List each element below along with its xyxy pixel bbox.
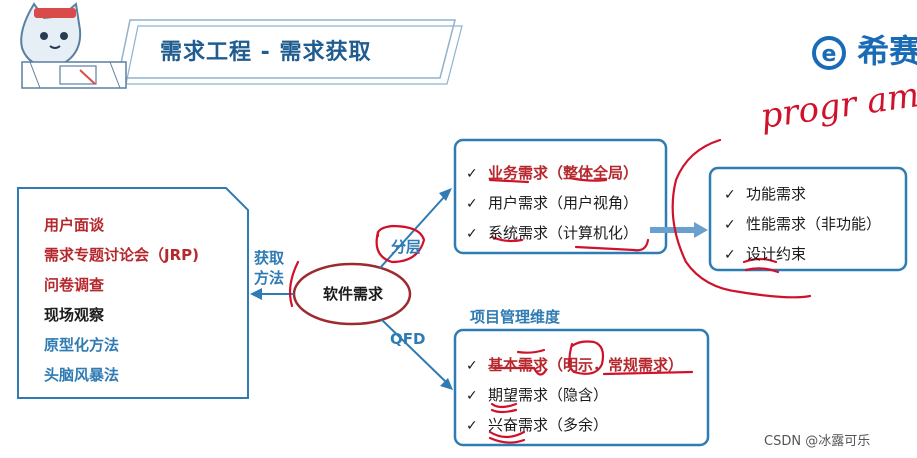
layer-item-label: 系统需求（计算机化） [488, 224, 639, 242]
check-icon: ✓ [466, 358, 478, 374]
method-item: 需求专题讨论会（JRP) [44, 246, 199, 264]
methods-box [17, 187, 249, 399]
layer-item: ✓ 系统需求（计算机化） [466, 222, 638, 243]
project-management-heading: 项目管理维度 [470, 308, 561, 326]
layer-item: ✓ 用户需求（用户视角） [466, 192, 638, 213]
arrow-to-qfd [381, 319, 453, 390]
layering-label: 分层 [391, 238, 422, 256]
qfd-item-label: 兴奋需求（多余） [488, 416, 609, 434]
brand-logo: e 希赛 [812, 26, 917, 72]
check-icon: ✓ [466, 388, 478, 404]
software-requirements-label: 软件需求 [322, 285, 383, 303]
method-item: 用户面谈 [44, 216, 105, 234]
check-icon: ✓ [466, 196, 478, 212]
arrow-to-methods [250, 288, 294, 300]
qfd-item: ✓ 期望需求（隐含） [466, 384, 608, 405]
check-icon: ✓ [724, 247, 736, 263]
check-icon: ✓ [466, 166, 478, 182]
system-detail-label: 设计约束 [746, 245, 807, 263]
layer-item-label: 业务需求（整体全局） [488, 164, 639, 182]
system-detail-box [708, 166, 908, 272]
check-icon: ✓ [466, 226, 478, 242]
system-detail-item: ✓ 功能需求 [724, 183, 806, 204]
check-icon: ✓ [724, 187, 736, 203]
qfd-box [453, 328, 710, 447]
system-detail-item: ✓ 性能需求（非功能） [724, 213, 881, 234]
csdn-watermark: CSDN @冰露可乐 [764, 434, 871, 449]
qfd-item-label: 基本需求（明示，常规需求） [488, 356, 684, 374]
mascot-cat-icon [20, 2, 127, 89]
brand-name: 希赛 [857, 32, 917, 70]
method-item: 现场观察 [44, 306, 105, 324]
page-title: 需求工程 - 需求获取 [160, 40, 372, 65]
check-icon: ✓ [724, 217, 736, 233]
check-icon: ✓ [466, 418, 478, 434]
system-detail-label: 功能需求 [746, 185, 807, 203]
method-item: 原型化方法 [44, 336, 120, 354]
layer-item: ✓ 业务需求（整体全局） [466, 162, 638, 183]
title-banner [117, 19, 463, 85]
layer-item-label: 用户需求（用户视角） [488, 194, 639, 212]
qfd-item: ✓ 基本需求（明示，常规需求） [466, 354, 683, 375]
method-item: 头脑风暴法 [44, 366, 120, 384]
system-detail-item: ✓ 设计约束 [724, 243, 806, 264]
method-item: 问卷调查 [44, 276, 105, 294]
brand-mark-icon: e [812, 36, 846, 70]
qfd-item: ✓ 兴奋需求（多余） [466, 414, 608, 435]
arrow-to-layers [379, 188, 452, 269]
qfd-label: QFD [390, 330, 426, 348]
handwritten-annotations [288, 138, 812, 444]
acquisition-methods-label: 获取 方法 [254, 249, 285, 287]
system-detail-label: 性能需求（非功能） [746, 215, 882, 233]
qfd-item-label: 期望需求（隐含） [488, 386, 609, 404]
arrow-to-system-detail [650, 222, 708, 238]
layers-box [453, 138, 668, 255]
